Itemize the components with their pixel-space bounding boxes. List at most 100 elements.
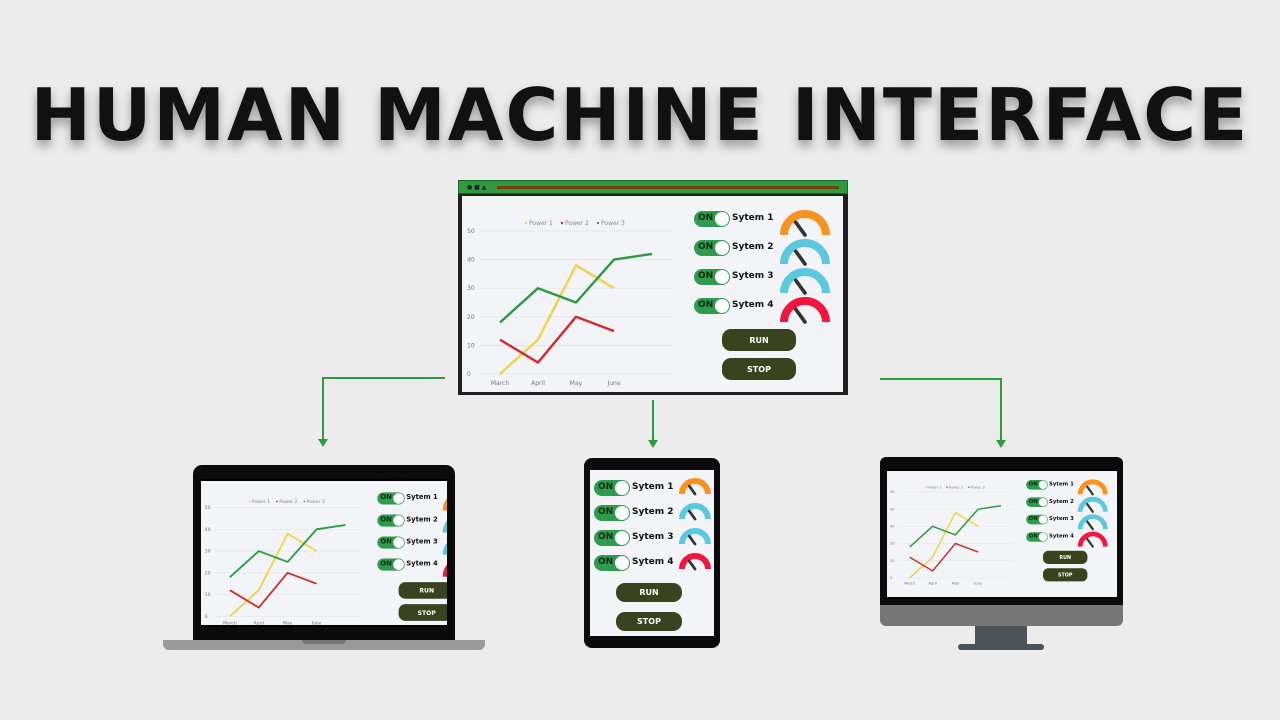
series-line-2: [909, 542, 979, 572]
toggle-state: ON: [380, 538, 392, 546]
system-4-toggle[interactable]: ON: [694, 298, 730, 314]
gauge-needle: [1086, 537, 1094, 548]
stop-button[interactable]: STOP: [616, 612, 682, 631]
toggle-state: ON: [598, 532, 614, 542]
system-4-toggle[interactable]: ON: [594, 555, 630, 571]
system-3-toggle[interactable]: ON: [594, 530, 630, 546]
system-4-gauge: [1077, 531, 1108, 551]
stop-button[interactable]: STOP: [398, 604, 447, 621]
system-1-gauge: [780, 210, 830, 241]
system-2-toggle[interactable]: ON: [377, 514, 405, 527]
system-2-toggle[interactable]: ON: [694, 240, 730, 256]
toggle-state: ON: [698, 242, 714, 252]
system-2-gauge: [1077, 496, 1108, 516]
toggle-knob: [393, 559, 404, 570]
legend-label: Power 1: [927, 485, 941, 489]
gauge-needle: [1086, 485, 1094, 496]
gauge-needle: [1086, 503, 1094, 513]
system-3-gauge: [442, 536, 447, 560]
system-3-toggle[interactable]: ON: [1026, 514, 1048, 525]
legend-marker: [967, 486, 970, 488]
toggle-state: ON: [1028, 516, 1038, 522]
toggle-state: ON: [380, 515, 392, 524]
system-4-gauge: [442, 558, 447, 582]
x-tick-label: May: [570, 380, 583, 387]
toggle-knob: [715, 299, 729, 313]
connector-line: [322, 377, 324, 439]
toggle-state: ON: [598, 507, 614, 517]
window-controls-icon[interactable]: ● ■ ▲: [467, 184, 487, 191]
toggle-knob: [1038, 498, 1048, 507]
y-tick-label: 40: [890, 507, 895, 511]
system-3-gauge: [1077, 514, 1108, 533]
x-tick-label: April: [531, 380, 545, 387]
system-2-label: Sytem 2: [1049, 498, 1074, 505]
system-3-label: Sytem 3: [1049, 516, 1074, 522]
series-line-2: [499, 315, 615, 364]
window-title-bar: ● ■ ▲: [458, 180, 848, 194]
system-1-toggle[interactable]: ON: [594, 480, 630, 496]
toggle-state: ON: [598, 482, 614, 492]
system-3-gauge: [780, 268, 830, 299]
y-tick-label: 0: [205, 614, 208, 620]
gauge-needle: [687, 484, 697, 496]
x-tick-label: June: [311, 621, 322, 627]
system-3-gauge: [679, 528, 711, 550]
system-1-label: Sytem 1: [732, 213, 774, 223]
y-tick-label: 40: [205, 527, 211, 533]
y-tick-label: 50: [467, 228, 475, 235]
toggle-state: ON: [380, 560, 392, 568]
system-1-toggle[interactable]: ON: [694, 211, 730, 227]
system-1-toggle[interactable]: ON: [377, 492, 405, 505]
address-bar: [497, 186, 839, 189]
system-2-label: Sytem 2: [406, 515, 438, 524]
stop-button[interactable]: STOP: [1043, 568, 1088, 582]
legend-label: Power 3: [601, 220, 625, 227]
series-line-1: [229, 532, 317, 617]
legend-marker: [524, 221, 528, 225]
system-3-toggle[interactable]: ON: [377, 536, 405, 549]
system-2-toggle[interactable]: ON: [594, 505, 630, 521]
y-tick-label: 10: [205, 592, 211, 598]
toggle-knob: [393, 493, 404, 504]
gauge-needle: [687, 509, 697, 521]
toggle-state: ON: [698, 300, 714, 310]
system-1-label: Sytem 1: [632, 482, 674, 492]
toggle-state: ON: [380, 493, 392, 502]
system-3-label: Sytem 3: [732, 271, 774, 281]
system-1-gauge: [679, 478, 711, 500]
toggle-state: ON: [1028, 533, 1038, 540]
y-tick-label: 20: [890, 542, 895, 546]
system-2-toggle[interactable]: ON: [1026, 497, 1048, 507]
y-tick-label: 0: [890, 576, 893, 580]
system-4-toggle[interactable]: ON: [1026, 532, 1048, 542]
system-2-label: Sytem 2: [732, 242, 774, 252]
system-1-toggle[interactable]: ON: [1026, 480, 1048, 490]
legend-marker: [560, 221, 564, 225]
gauge-needle: [687, 559, 697, 571]
run-button[interactable]: RUN: [616, 583, 682, 602]
run-button[interactable]: RUN: [398, 582, 447, 599]
system-3-toggle[interactable]: ON: [694, 269, 730, 285]
monitor-chin: [880, 605, 1123, 626]
toggle-state: ON: [698, 213, 714, 223]
stop-button[interactable]: STOP: [722, 358, 796, 380]
system-4-toggle[interactable]: ON: [377, 558, 405, 571]
toggle-knob: [715, 212, 729, 226]
legend-marker: [924, 486, 927, 488]
gauge-needle: [793, 307, 807, 324]
y-tick-label: 0: [467, 371, 471, 378]
run-button[interactable]: RUN: [722, 329, 796, 351]
laptop-base: [163, 640, 485, 650]
run-button[interactable]: RUN: [1043, 550, 1088, 564]
series-line-3: [229, 524, 346, 578]
laptop-notch: [302, 640, 346, 644]
y-tick-label: 30: [205, 549, 211, 555]
toggle-state: ON: [698, 271, 714, 281]
